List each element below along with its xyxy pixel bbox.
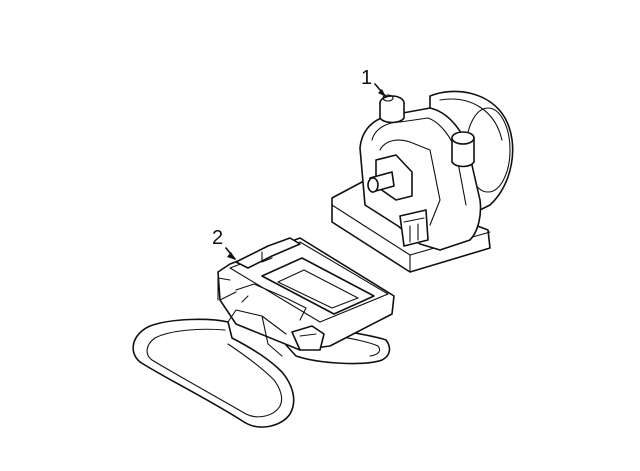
callout-label: 2 [212, 227, 223, 249]
arrowhead [227, 252, 236, 260]
blower-motor-icon [331, 90, 514, 273]
arrowhead [378, 89, 386, 97]
callout-label: 1 [361, 67, 372, 89]
callout-1: 1 [361, 67, 387, 98]
air-duct-icon [132, 237, 395, 428]
callout-2: 2 [212, 227, 236, 260]
